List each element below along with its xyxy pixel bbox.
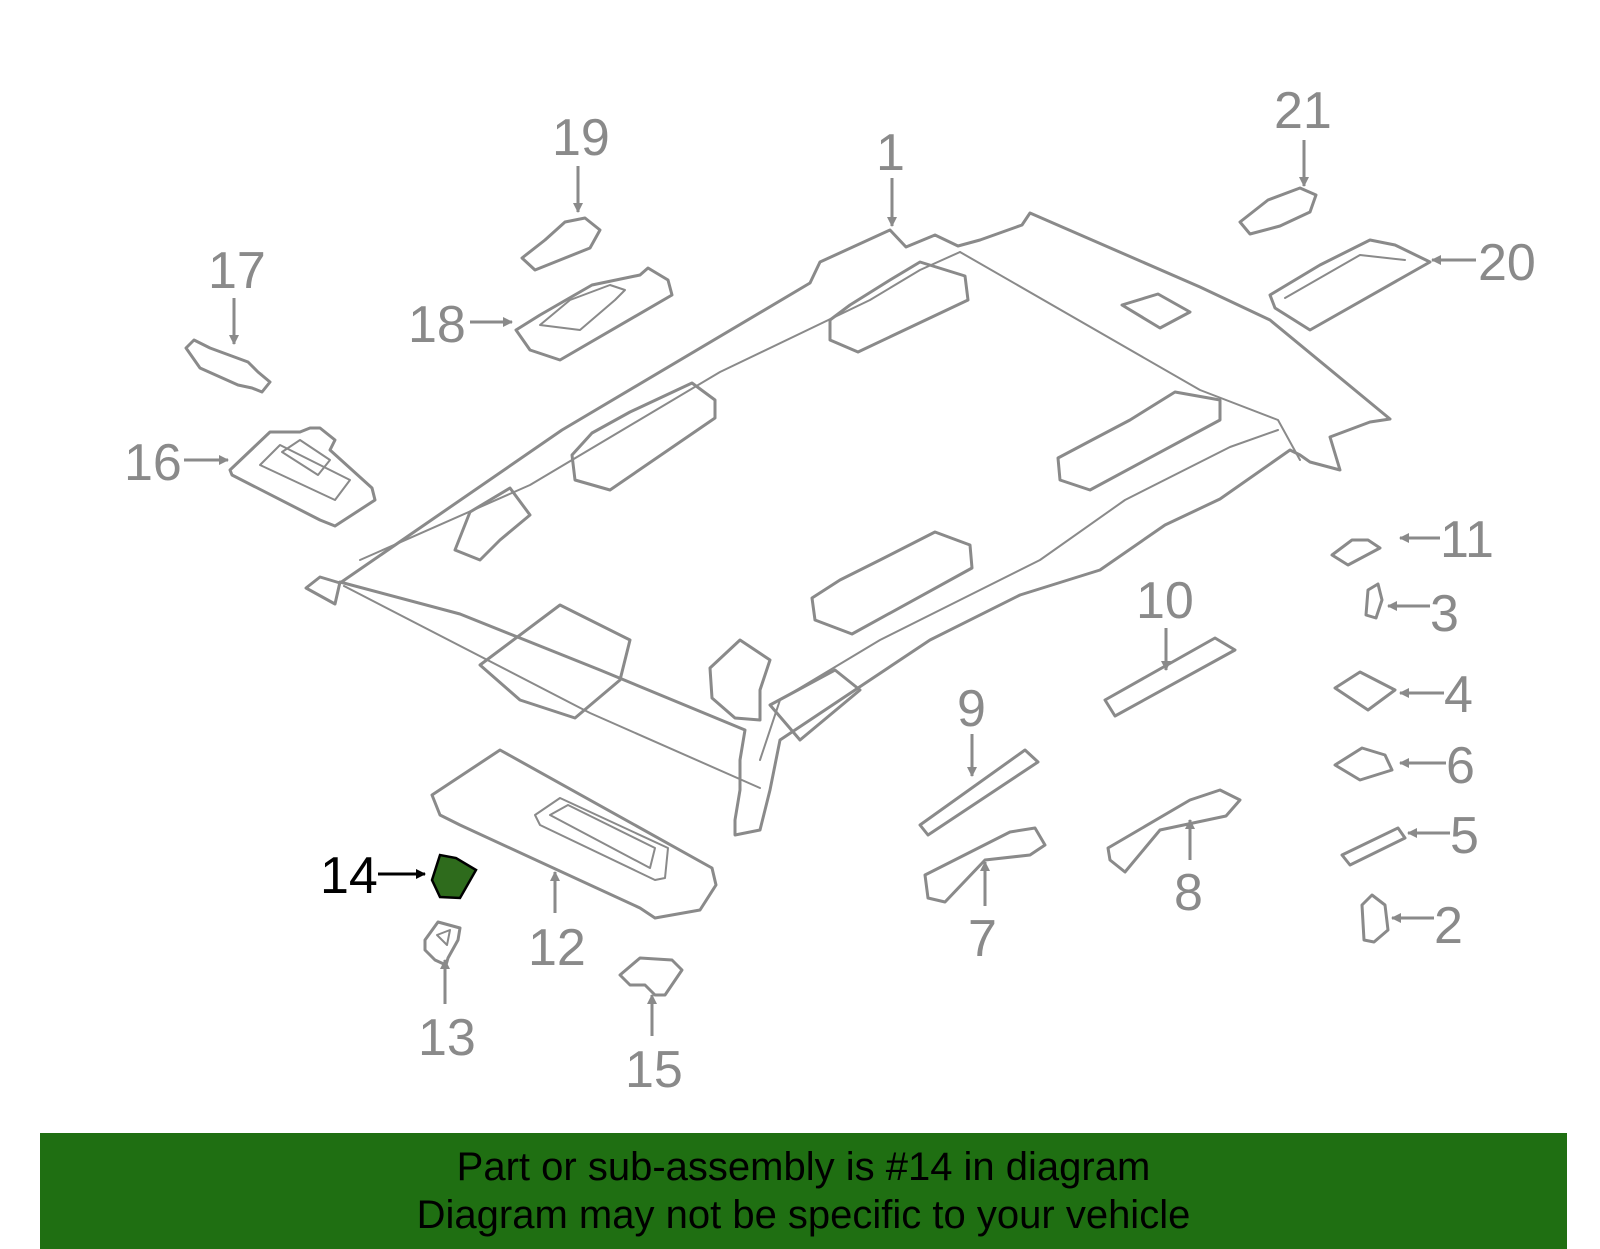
clip-part-11[interactable]	[1330, 538, 1382, 567]
bulb-part-19[interactable]	[520, 216, 602, 272]
label-part-2: 2	[1434, 897, 1463, 955]
label-part-13: 13	[418, 1009, 476, 1067]
bulb-part-17[interactable]	[184, 338, 272, 394]
headliner-part-1[interactable]	[304, 211, 1392, 837]
label-part-3: 3	[1430, 585, 1459, 643]
label-part-12: 12	[528, 919, 586, 977]
banner-line-1: Part or sub-assembly is #14 in diagram	[456, 1145, 1151, 1189]
label-part-7: 7	[968, 910, 997, 968]
overhead-console-part-20[interactable]	[1268, 238, 1432, 332]
grab-handle-part-9[interactable]	[918, 748, 1040, 837]
bracket-part-6[interactable]	[1333, 746, 1394, 782]
label-part-21: 21	[1274, 82, 1332, 140]
bracket-part-5[interactable]	[1340, 826, 1407, 867]
label-part-9: 9	[957, 680, 986, 738]
banner-line-2: Diagram may not be specific to your vehi…	[416, 1193, 1191, 1237]
grab-handle-part-10[interactable]	[1103, 636, 1237, 718]
label-part-5: 5	[1450, 807, 1479, 865]
bulb-part-21[interactable]	[1238, 186, 1318, 236]
label-part-11: 11	[1440, 511, 1494, 569]
map-light-part-18[interactable]	[514, 266, 674, 362]
label-part-14: 14	[320, 847, 378, 905]
info-banner: Part or sub-assembly is #14 in diagram D…	[40, 1133, 1567, 1249]
label-part-4: 4	[1444, 666, 1473, 724]
label-part-10: 10	[1136, 572, 1194, 630]
label-part-19: 19	[552, 109, 610, 167]
bracket-part-4[interactable]	[1333, 670, 1397, 712]
label-part-6: 6	[1446, 737, 1475, 795]
sun-visor-part-12[interactable]	[430, 748, 718, 920]
clip-part-2[interactable]	[1360, 893, 1390, 944]
clip-part-13[interactable]	[423, 920, 462, 967]
bracket-part-15[interactable]	[618, 956, 684, 997]
label-part-16: 16	[124, 434, 182, 492]
label-part-8: 8	[1174, 864, 1203, 922]
grab-handle-part-7[interactable]	[923, 826, 1047, 904]
clip-part-3[interactable]	[1364, 582, 1384, 620]
label-part-17: 17	[208, 242, 266, 300]
label-part-15: 15	[625, 1041, 683, 1099]
grab-handle-part-8[interactable]	[1106, 788, 1242, 874]
visor-clip-part-14[interactable]	[430, 853, 478, 900]
label-part-18: 18	[408, 296, 466, 354]
label-part-1: 1	[876, 124, 905, 182]
callout-lines	[184, 140, 1476, 1036]
dome-light-part-16[interactable]	[228, 426, 377, 528]
label-part-20: 20	[1478, 234, 1536, 292]
